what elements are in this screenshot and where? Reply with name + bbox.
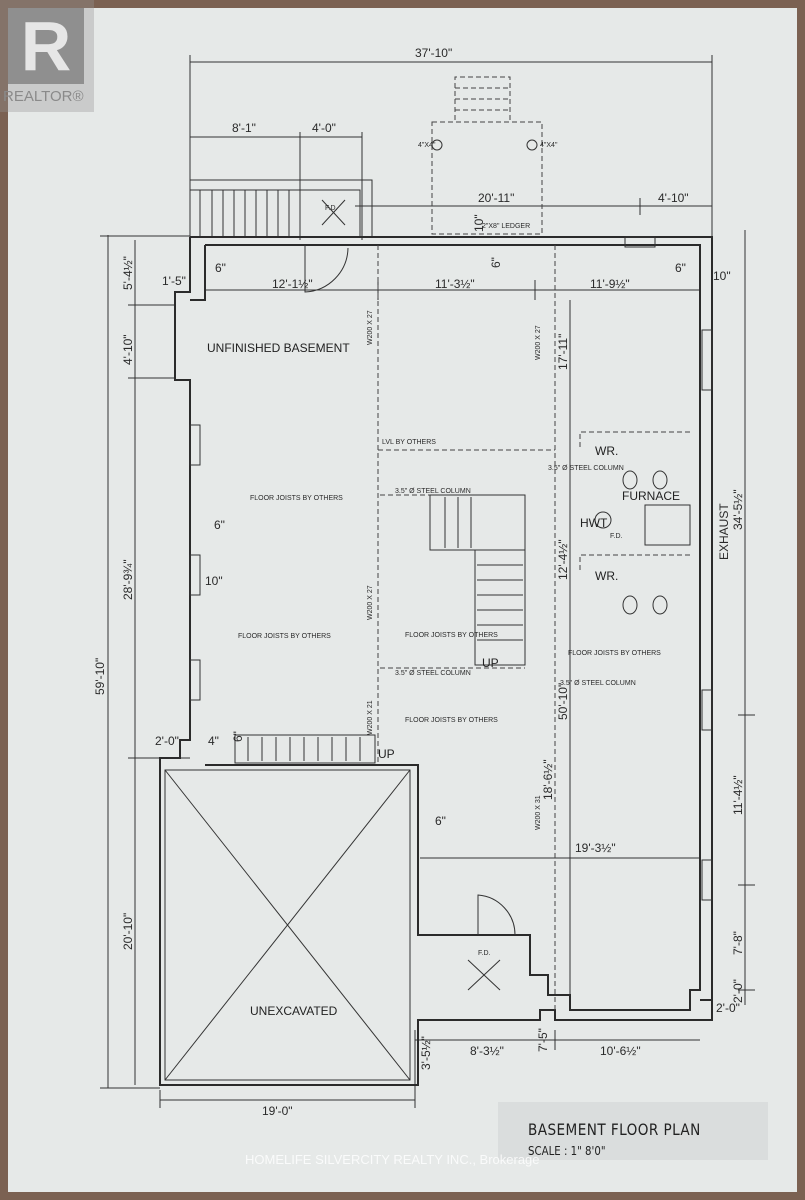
dim-1-5: 1'-5" — [162, 274, 186, 288]
unfinished-basement-label: UNFINISHED BASEMENT — [207, 341, 350, 355]
foundation-walls — [159, 236, 713, 1086]
dim-20-11: 20'-11" — [478, 191, 514, 205]
dim-11-3: 11'-3½" — [435, 277, 475, 291]
dim-17-11: 17'-11" — [556, 334, 570, 370]
beam-label-5: W200 X 31 — [535, 795, 542, 830]
column-note-1: 3.5" Ø STEEL COLUMN — [395, 488, 471, 495]
dim-12-4: 12'-4½" — [556, 539, 570, 580]
dim-6-a: 6" — [215, 261, 226, 275]
floor-drain-2: F.D. — [610, 533, 623, 540]
dim-6-e: 6" — [489, 257, 503, 268]
dim-8-3: 8'-3½" — [470, 1044, 504, 1058]
floor-drain-3: F.D. — [478, 950, 491, 957]
stair-up-label: UP — [482, 656, 499, 670]
post-note-2: 4"X4" — [540, 142, 558, 149]
dim-8-1: 8'-1" — [232, 121, 256, 135]
plan-scale: SCALE : 1" 8'0" — [528, 1144, 606, 1158]
washroom-rough-in-1: WR. — [595, 444, 618, 458]
dim-10-b: 10" — [205, 574, 223, 588]
exhaust-label: EXHAUST — [717, 503, 731, 560]
dim-12-1: 12'-1½" — [272, 277, 313, 291]
dim-overall-width: 37'-10" — [415, 46, 452, 60]
realtor-logo-text: REALTOR® — [3, 88, 84, 105]
realtor-logo: R REALTOR® — [0, 0, 94, 112]
dim-3-5: 3'-5½" — [419, 1036, 433, 1070]
dim-50-10: 50'-10" — [556, 683, 570, 720]
dim-10-d: 6" — [231, 731, 245, 742]
dim-10-a: 10" — [713, 269, 731, 283]
dim-11-9: 11'-9½" — [590, 277, 630, 291]
dim-59-10: 59'-10" — [93, 658, 107, 695]
dim-10-c: 10" — [472, 214, 486, 232]
dim-2-0-bottom: 2'-0" — [716, 1001, 740, 1015]
joists-note-1: FLOOR JOISTS BY OTHERS — [250, 495, 343, 502]
dim-4-10-top: 4'-10" — [658, 191, 689, 205]
joists-note-4: FLOOR JOISTS BY OTHERS — [405, 717, 498, 724]
post-note-1: 4"X4" — [418, 142, 436, 149]
dim-6-b: 6" — [675, 261, 686, 275]
unexcavated-label: UNEXCAVATED — [250, 1004, 338, 1018]
dim-10-6: 10'-6½" — [600, 1044, 641, 1058]
beam-label-2: W200 X 27 — [367, 585, 374, 620]
column-note-3: 3.5" Ø STEEL COLUMN — [395, 670, 471, 677]
lvl-note: LVL BY OTHERS — [382, 439, 436, 446]
lower-stair — [234, 734, 376, 764]
ledger-note: 2"X8" LEDGER — [482, 223, 530, 230]
dim-19-0: 19'-0" — [262, 1104, 293, 1118]
joists-note-2: FLOOR JOISTS BY OTHERS — [238, 633, 331, 640]
furnace-label: FURNACE — [622, 489, 680, 503]
room-labels: UNFINISHED BASEMENT UNEXCAVATED FURNACE … — [207, 142, 680, 1018]
dim-4-10: 4'-10" — [121, 334, 135, 365]
dim-11-4: 11'-4½" — [731, 775, 745, 815]
plan-title: BASEMENT FLOOR PLAN — [528, 1120, 701, 1139]
porch-stairs — [189, 179, 373, 238]
dim-2-0-left: 2'-0" — [155, 734, 179, 748]
dim-6-d: 6" — [435, 814, 446, 828]
dim-19-3: 19'-3½" — [575, 841, 616, 855]
dim-7-8: 7'-8" — [731, 931, 745, 955]
lower-stair-up-label: UP — [378, 747, 395, 761]
hwt-label: HWT — [580, 516, 608, 530]
mechanical-room — [467, 431, 691, 991]
dim-20-10: 20'-10" — [121, 913, 135, 950]
interior-stair — [429, 494, 526, 666]
brokerage-watermark: HOMELIFE SILVERCITY REALTY INC., Brokera… — [245, 1152, 540, 1167]
dim-34-5: 34'-5½" — [731, 489, 745, 530]
dim-4-0: 4'-0" — [312, 121, 336, 135]
dim-5-4: 5'-4½" — [121, 256, 135, 290]
beam-label-4: W200 X 27 — [535, 325, 542, 360]
rear-deck — [431, 76, 543, 235]
beam-label-1: W200 X 27 — [367, 310, 374, 345]
dimension-labels: 37'-10" 8'-1" 4'-0" 20'-11" 4'-10" 12'-1… — [93, 46, 745, 1118]
joists-note-3: FLOOR JOISTS BY OTHERS — [405, 632, 498, 639]
column-note-2: 3.5" Ø STEEL COLUMN — [548, 465, 624, 472]
title-block: BASEMENT FLOOR PLAN SCALE : 1" 8'0" — [498, 1102, 768, 1160]
beams — [377, 245, 556, 1010]
joists-note-5: FLOOR JOISTS BY OTHERS — [568, 650, 661, 657]
dim-2-0-right: 2'-0" — [731, 979, 745, 1003]
dim-28-9: 28'-9¾" — [121, 559, 135, 600]
dimension-lines — [100, 55, 755, 1108]
floor-drain-1: F.D. — [325, 205, 338, 212]
dim-18-6: 18'-6½" — [541, 759, 555, 800]
realtor-logo-mark: R — [8, 8, 84, 84]
washroom-rough-in-2: WR. — [595, 569, 618, 583]
dim-7-5: 7'-5" — [536, 1028, 550, 1052]
dim-4: 4" — [208, 734, 219, 748]
beam-label-3: W200 X 21 — [367, 700, 374, 735]
column-note-4: 3.5" Ø STEEL COLUMN — [560, 680, 636, 687]
dim-6-c: 6" — [214, 518, 225, 532]
